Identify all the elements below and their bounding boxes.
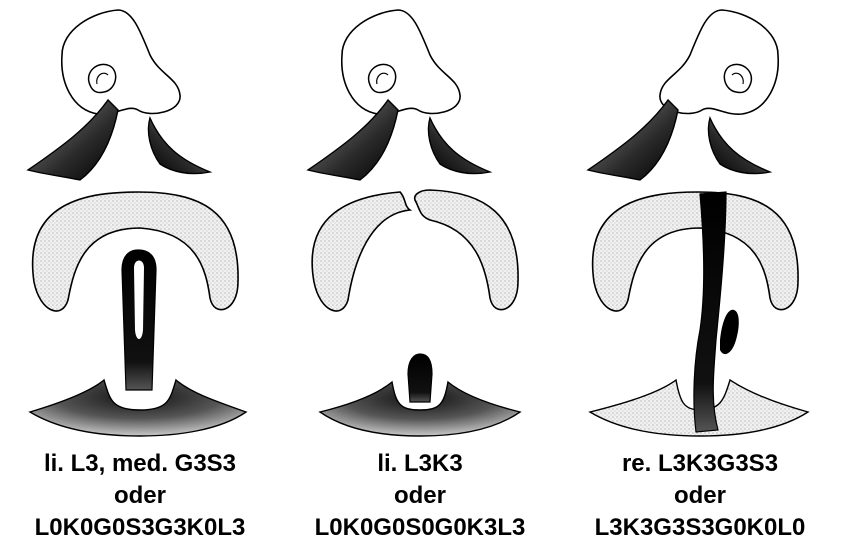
cleft-illustration-3 <box>560 0 840 440</box>
diagram-panel-2: li. L3K3 oder L0K0G0S0G0K3L3 <box>280 0 560 551</box>
nostril-left <box>89 64 116 92</box>
caption-line-3: L0K0G0S0G0K3L3 <box>280 512 560 544</box>
caption-line-3: L3K3G3S3G0K0L0 <box>560 512 840 544</box>
upper-lip-left <box>308 100 398 180</box>
alveolar-arch-left <box>312 192 410 311</box>
diagram-panel-3: re. L3K3G3S3 oder L3K3G3S3G0K0L0 <box>560 0 840 551</box>
diagram-panel-1: li. L3, med. G3S3 oder L0K0G0S3G3K0L3 <box>0 0 280 551</box>
caption-line-3: L0K0G0S3G3K0L3 <box>0 512 280 544</box>
alveolar-arch <box>593 192 798 311</box>
alveolar-arch-right <box>415 190 518 310</box>
cleft-illustration-2 <box>280 0 560 440</box>
caption-line-2: oder <box>280 480 560 512</box>
panel-caption-2: li. L3K3 oder L0K0G0S0G0K3L3 <box>280 448 560 544</box>
caption-line-2: oder <box>560 480 840 512</box>
nose-outline <box>660 10 778 114</box>
upper-lip-left <box>28 100 118 180</box>
uvula <box>408 354 432 402</box>
caption-line-1: li. L3K3 <box>280 448 560 480</box>
cleft-illustration-1 <box>0 0 280 440</box>
upper-lip-right <box>428 118 490 174</box>
upper-lip-right <box>708 118 770 174</box>
nose-outline <box>342 10 460 114</box>
cleft-branch <box>720 310 739 354</box>
nostril-right <box>724 64 751 92</box>
nose-outline <box>62 10 180 114</box>
upper-lip-right <box>148 118 210 174</box>
caption-line-1: re. L3K3G3S3 <box>560 448 840 480</box>
nostril-left <box>369 64 396 92</box>
panel-caption-3: re. L3K3G3S3 oder L3K3G3S3G0K0L0 <box>560 448 840 544</box>
caption-line-1: li. L3, med. G3S3 <box>0 448 280 480</box>
panel-caption-1: li. L3, med. G3S3 oder L0K0G0S3G3K0L3 <box>0 448 280 544</box>
caption-line-2: oder <box>0 480 280 512</box>
upper-lip-left <box>588 100 678 180</box>
